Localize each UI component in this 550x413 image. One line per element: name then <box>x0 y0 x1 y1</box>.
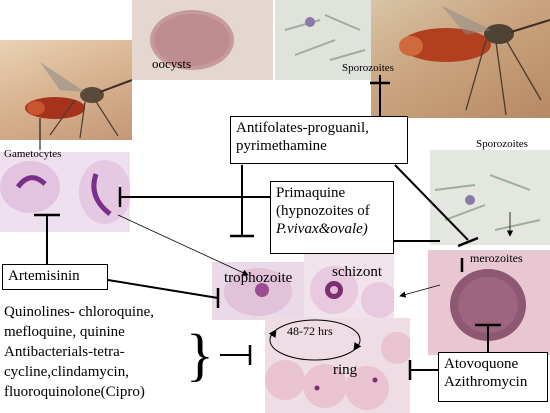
mosquito-photo-left <box>0 40 132 140</box>
mosquito-left-abdomen-tip <box>27 101 45 115</box>
oocysts-drawing <box>150 10 234 70</box>
ring-label: ring <box>333 362 358 378</box>
sporozoite-shape <box>494 219 541 231</box>
mosquito-right-leg <box>465 39 487 111</box>
sporozoite-shape <box>434 184 476 191</box>
primaquine-line3: P.vivax&ovale) <box>276 221 368 237</box>
gametocytes-drawing <box>0 160 130 224</box>
mosquito-right-wing <box>441 5 491 35</box>
schizont-center <box>330 286 338 294</box>
ring-drawing <box>265 332 410 410</box>
quinolines-line1: Quinolines- chloroquine, <box>4 304 154 320</box>
mosquito-right-proboscis <box>510 19 550 33</box>
mosquito-right-drawing <box>399 5 550 116</box>
inhibition-bar <box>457 236 479 248</box>
gametocytes-label: Gametocytes <box>4 148 62 160</box>
sporozoites-top-label: Sporozoites <box>342 62 394 74</box>
sporozoites-right-drawing <box>434 174 541 231</box>
mosquito-right-leg <box>505 39 542 101</box>
rbc <box>381 332 410 364</box>
gametocyte <box>15 175 47 189</box>
mosquito-photo-right <box>371 0 550 118</box>
atovaquone-line1: Atovoquone <box>444 356 519 372</box>
rbc <box>79 160 130 224</box>
ring-parasite <box>372 377 378 383</box>
sporozoite-shape <box>329 49 366 61</box>
sporozoite-shape <box>294 39 336 56</box>
lifecycle-arrow <box>117 214 249 276</box>
sporozoites-right-label: Sporozoites <box>476 138 528 150</box>
antifolates-box: Antifolates-proguanil, pyrimethamine <box>230 116 408 164</box>
mosquito-left-drawing <box>25 62 132 139</box>
gametocyte <box>91 173 112 216</box>
stained-cell <box>305 17 315 27</box>
mosquito-right-abdomen-tip <box>399 36 423 56</box>
mosquito-left-proboscis <box>99 79 132 93</box>
trophozoite-photo <box>212 262 304 320</box>
atovaquone-line2: Azithromycin <box>444 374 528 390</box>
merozoites-label: merozoites <box>470 251 523 265</box>
oocyst-core <box>154 14 230 66</box>
sporozoite-shape <box>324 14 361 31</box>
mosquito-left-thorax <box>80 87 104 103</box>
antibacterials-line3: fluoroquinolone(Cipro) <box>4 384 145 400</box>
oocysts-photo <box>132 0 273 80</box>
gametocytes-photo <box>0 152 130 232</box>
stained-cell <box>465 195 475 205</box>
rbc <box>0 161 60 213</box>
primaquine-box: Primaquine (hypnozoites of P.vivax&ovale… <box>270 181 394 254</box>
sporozoite-shape <box>489 174 531 191</box>
mosquito-right-abdomen <box>401 28 491 62</box>
mosquito-right-leg <box>495 41 507 116</box>
schizont-photo <box>304 250 394 320</box>
lifecycle-arrow <box>399 284 441 298</box>
primaquine-line1: Primaquine <box>276 185 346 201</box>
cycle-time-label: 48-72 hrs <box>287 324 333 338</box>
schizont-drawing <box>310 266 394 318</box>
cycle-ellipse <box>269 319 361 361</box>
rbc <box>345 366 389 410</box>
cycle-arrow <box>268 329 277 339</box>
antifolates-line2: pyrimethamine <box>236 138 327 154</box>
brace-symbol: } <box>186 322 214 387</box>
cycle-arrow <box>353 341 362 351</box>
rbc <box>265 360 305 400</box>
sporozoite-shape <box>444 204 486 221</box>
merozoites-photo <box>428 250 550 355</box>
primaquine-line2: (hypnozoites of <box>276 203 370 219</box>
mosquito-right-thorax <box>484 24 514 44</box>
mosquito-left-leg <box>94 99 119 137</box>
antifolates-merozoites-line <box>394 164 469 241</box>
mosquito-left-wing <box>40 62 85 92</box>
mosquito-left-leg <box>79 101 86 139</box>
merozoites-drawing <box>450 269 526 341</box>
trophozoite-drawing <box>224 268 292 316</box>
mosquito-left-leg <box>49 99 76 136</box>
trophozoite-label: trophozoite <box>224 270 293 286</box>
artemisinin-text: Artemisinin <box>8 268 80 284</box>
rbc <box>303 364 347 408</box>
antibacterials-line1: Antibacterials-tetra- <box>4 344 125 360</box>
sporozoites-top-drawing <box>284 14 366 61</box>
sporozoites-photo-right <box>430 150 550 245</box>
antibacterials-line2: cycline,clindamycin, <box>4 364 129 380</box>
schizont-label: schizont <box>332 264 382 280</box>
atovaquone-box: Atovoquone Azithromycin <box>438 352 548 402</box>
ring-photo <box>265 318 410 413</box>
artemisinin-trophozoite-line <box>107 279 219 299</box>
oocysts-label: oocysts <box>152 56 191 71</box>
trophozoite-parasite <box>255 283 269 297</box>
artemisinin-box: Artemisinin <box>2 264 108 290</box>
ring-parasite <box>314 385 320 391</box>
sporozoites-photo-top <box>275 0 371 80</box>
quinolines-line2: mefloquine, quinine <box>4 324 125 340</box>
rbc <box>361 282 394 318</box>
liver-schizont-core <box>458 277 518 333</box>
antifolates-line1: Antifolates-proguanil, <box>236 120 369 136</box>
